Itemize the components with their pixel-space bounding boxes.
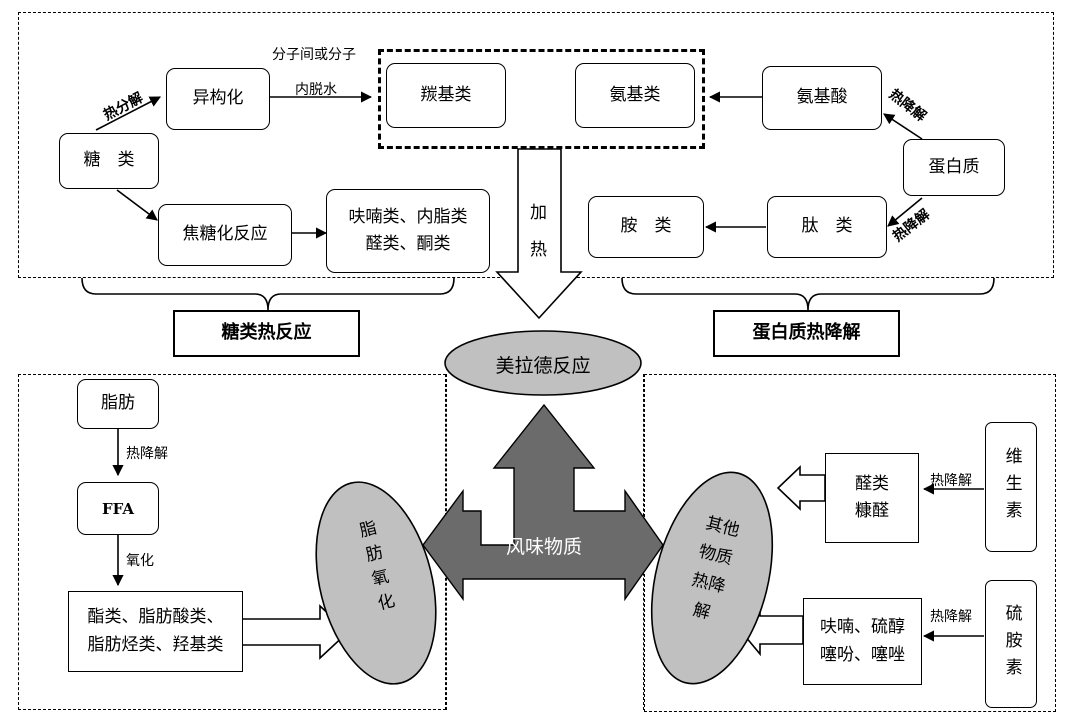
amino-acid-text: 氨基酸 <box>796 87 848 108</box>
lipid-oxidation-ellipse <box>315 481 437 685</box>
thiamine-box: 硫胺素 <box>985 580 1037 708</box>
arrow-protein-to-amino-acid <box>883 113 923 140</box>
vitamin-box: 维生素 <box>985 422 1037 552</box>
sugars-box: 糖 类 <box>59 133 159 189</box>
lipid-products-line-1: 酯类、脂肪酸类、 <box>87 607 224 628</box>
arrow-protein-to-peptides <box>887 197 923 227</box>
amines-box: 胺 类 <box>588 196 704 258</box>
protein-group-label: 蛋白质热降解 <box>752 322 861 344</box>
thiamine-products-line-2: 噻吩、噻唑 <box>820 644 905 665</box>
thiamine-text: 硫胺素 <box>1001 603 1022 685</box>
aminos-text: 氨基类 <box>609 84 661 105</box>
lipid-thermal-degradation-label: 热降解 <box>126 446 168 462</box>
protein-text: 蛋白质 <box>928 156 980 177</box>
carbonyls-text: 羰基类 <box>420 84 472 105</box>
dehydration-label-line-2: 内脱水 <box>295 82 337 98</box>
lipid-products-line-2: 脂肪烃类、羟基类 <box>87 634 224 655</box>
lipid-output-arrow <box>241 604 350 660</box>
vitamin-output-arrow <box>776 465 826 511</box>
peptides-box: 肽 类 <box>767 196 887 258</box>
caramelization-text: 焦糖化反应 <box>182 224 268 245</box>
dehydration-label-line-1: 分子间或分子 <box>272 47 356 63</box>
protein-box: 蛋白质 <box>903 139 1005 196</box>
sugars-text: 糖 类 <box>83 150 135 171</box>
flavor-substances-text: 风味物质 <box>505 536 582 558</box>
peptides-text: 肽 类 <box>801 216 853 237</box>
caramelization-box: 焦糖化反应 <box>158 204 292 266</box>
brace-sugar <box>81 277 455 311</box>
reactant-group-border <box>378 49 705 149</box>
fat-text: 脂肪 <box>101 393 135 414</box>
vitamin-text: 维生素 <box>1001 446 1022 528</box>
heat-label-2: 热 <box>530 240 547 260</box>
flavor-cross-arrow <box>422 403 664 602</box>
fat-box: 脂肪 <box>77 379 159 429</box>
thiamine-products-box: 呋喃、硫醇 噻吩、噻唑 <box>803 598 922 685</box>
arrow-sugar-to-caramelization <box>116 189 158 221</box>
caramel-products-line-1: 呋喃类、内脂类 <box>348 206 468 227</box>
ffa-box: FFA <box>77 482 159 535</box>
vitamin-products-line-1: 醛类 <box>855 473 889 494</box>
arrow-sugar-to-isomerization <box>95 96 161 131</box>
carbonyls-box: 羰基类 <box>386 63 506 128</box>
amines-text: 胺 类 <box>620 216 672 237</box>
maillard-ellipse <box>444 330 642 396</box>
thiamine-thermal-degradation-label: 热降解 <box>930 609 972 625</box>
sugar-thermal-reaction-label-box: 糖类热反应 <box>173 310 360 357</box>
sugar-group-label: 糖类热反应 <box>221 322 312 344</box>
caramel-products-box: 呋喃类、内脂类 醛类、酮类 <box>326 189 490 273</box>
heat-label-1: 加 <box>530 203 547 223</box>
vitamin-thermal-degradation-label: 热降解 <box>930 473 972 489</box>
protein-thermal-degradation-label-box: 蛋白质热降解 <box>713 310 900 357</box>
lipid-products-box: 酯类、脂肪酸类、 脂肪烃类、羟基类 <box>68 591 243 672</box>
heat-down-arrow <box>495 148 583 320</box>
maillard-reaction-text: 美拉德反应 <box>495 355 591 377</box>
isomerization-box: 异构化 <box>166 68 270 130</box>
isomerization-text: 异构化 <box>192 88 244 109</box>
ffa-text: FFA <box>101 499 135 518</box>
caramel-products-line-2: 醛类、酮类 <box>365 234 451 254</box>
others-ellipse <box>650 471 774 685</box>
vitamin-products-box: 醛类 糠醛 <box>825 453 919 543</box>
vitamin-products-line-2: 糠醛 <box>855 501 889 521</box>
thiamine-products-line-1: 呋喃、硫醇 <box>820 617 905 638</box>
aminos-box: 氨基类 <box>575 63 695 128</box>
oxidation-label: 氧化 <box>126 553 154 569</box>
brace-protein <box>621 277 995 311</box>
amino-acid-box: 氨基酸 <box>762 66 882 130</box>
